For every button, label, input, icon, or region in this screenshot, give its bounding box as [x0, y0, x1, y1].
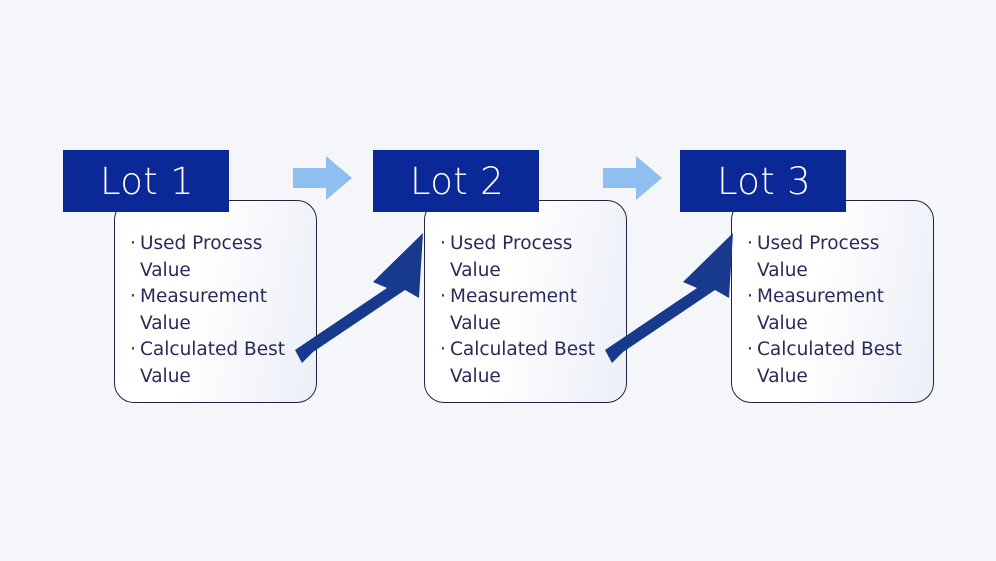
- feedback-arrow-up-right-icon-2: [605, 233, 733, 363]
- flow-arrow-right-icon-1: [293, 156, 352, 200]
- list-item: · Used Process Value: [747, 231, 923, 284]
- lot-title-3: Lot 3: [717, 159, 811, 203]
- lot-card-1[interactable]: [114, 200, 317, 403]
- list-item: · Measurement Value: [130, 284, 306, 337]
- lot-list-2: · Used Process Value · Measurement Value…: [440, 231, 616, 390]
- bullet-icon: ·: [130, 233, 136, 254]
- lot-title-2: Lot 2: [410, 159, 504, 203]
- bullet-icon: ·: [130, 286, 136, 307]
- list-item-label: Calculated Best Value: [140, 339, 285, 387]
- bullet-icon: ·: [747, 339, 753, 360]
- feedback-arrow-up-right-icon-1: [295, 233, 423, 363]
- bullet-icon: ·: [440, 286, 446, 307]
- lot-header-1[interactable]: Lot 1: [63, 150, 229, 212]
- list-item-label: Calculated Best Value: [450, 339, 595, 387]
- lot-title-1: Lot 1: [100, 159, 194, 203]
- list-item: · Calculated Best Value: [130, 337, 306, 390]
- list-item: · Used Process Value: [130, 231, 306, 284]
- list-item: · Calculated Best Value: [747, 337, 923, 390]
- bullet-icon: ·: [130, 339, 136, 360]
- bullet-icon: ·: [747, 286, 753, 307]
- list-item: · Measurement Value: [440, 284, 616, 337]
- list-item-label: Measurement Value: [140, 286, 268, 334]
- bullet-icon: ·: [440, 339, 446, 360]
- list-item: · Calculated Best Value: [440, 337, 616, 390]
- list-item-label: Calculated Best Value: [757, 339, 902, 387]
- list-item-label: Measurement Value: [757, 286, 885, 334]
- list-item: · Measurement Value: [747, 284, 923, 337]
- list-item-label: Used Process Value: [140, 233, 263, 281]
- list-item: · Used Process Value: [440, 231, 616, 284]
- lot-list-1: · Used Process Value · Measurement Value…: [130, 231, 306, 390]
- lot-header-2[interactable]: Lot 2: [373, 150, 539, 212]
- lot-header-3[interactable]: Lot 3: [680, 150, 846, 212]
- lot-card-3[interactable]: [731, 200, 934, 403]
- flow-arrow-right-icon-2: [603, 156, 662, 200]
- bullet-icon: ·: [747, 233, 753, 254]
- bullet-icon: ·: [440, 233, 446, 254]
- list-item-label: Used Process Value: [757, 233, 880, 281]
- lot-list-3: · Used Process Value · Measurement Value…: [747, 231, 923, 390]
- list-item-label: Measurement Value: [450, 286, 578, 334]
- list-item-label: Used Process Value: [450, 233, 573, 281]
